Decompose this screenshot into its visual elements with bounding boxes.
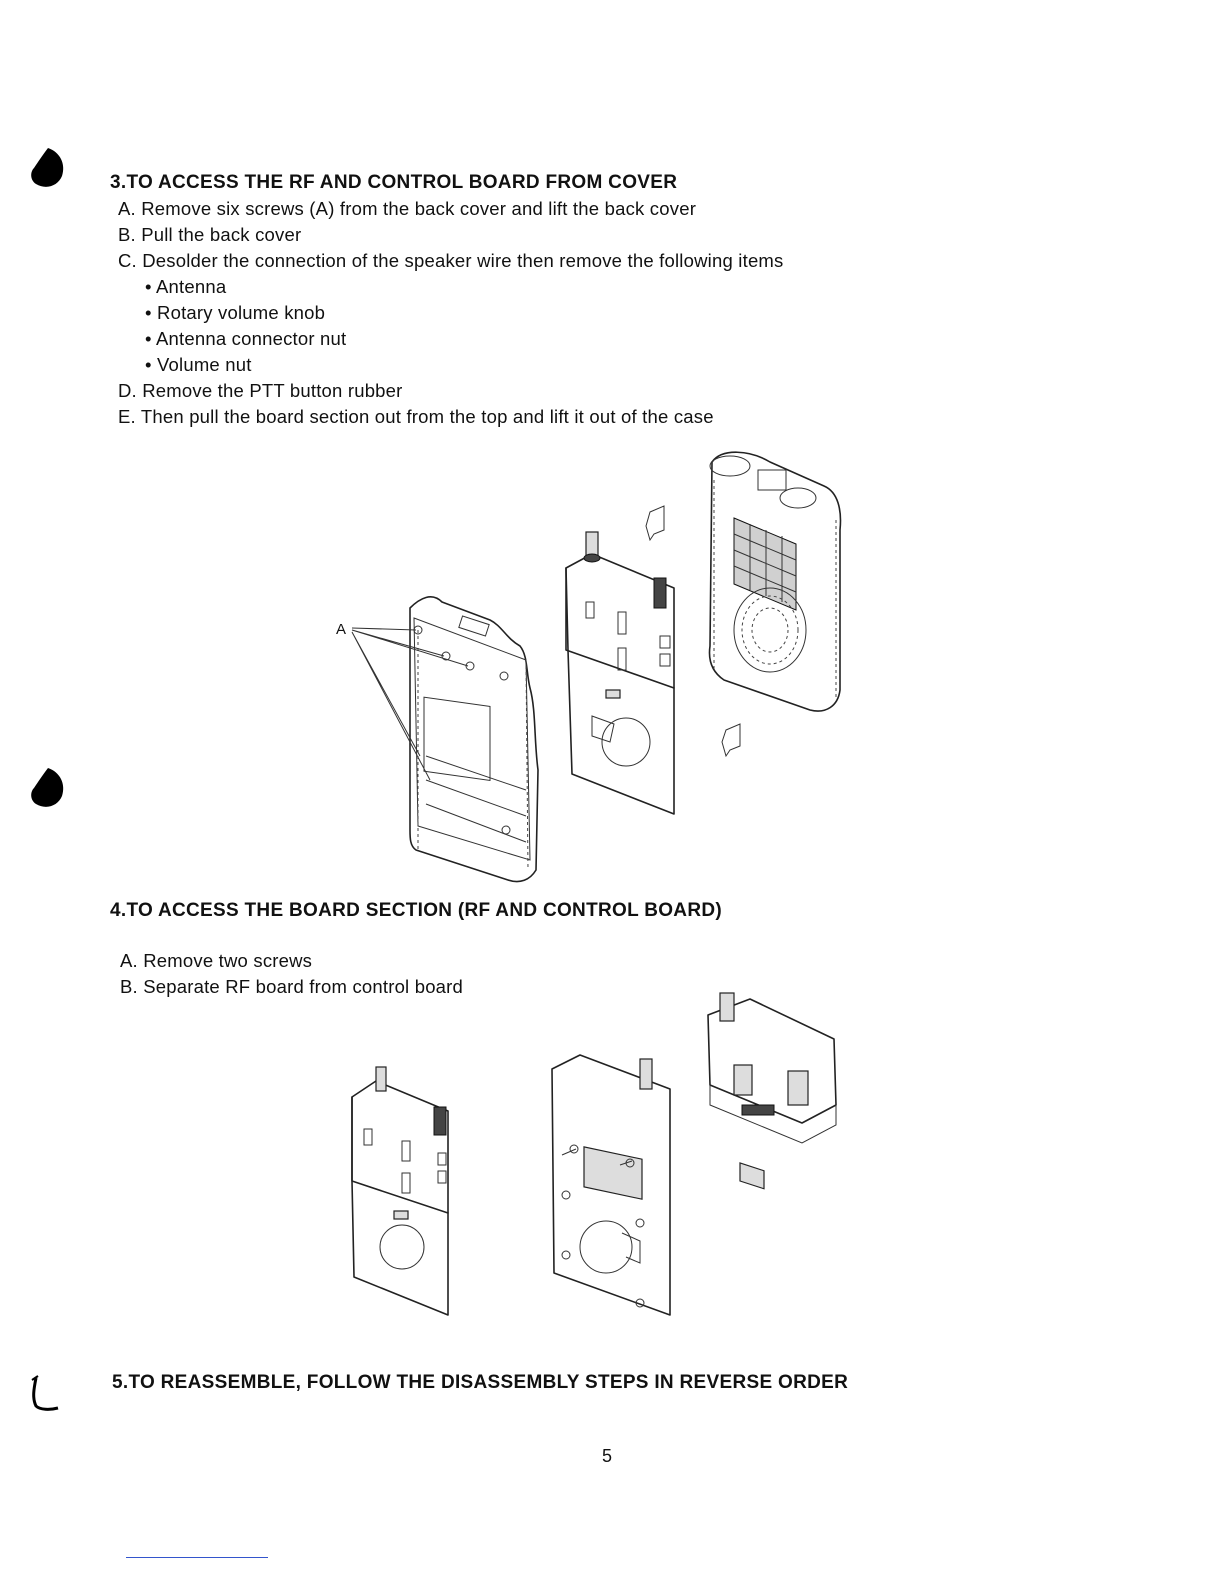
assembled-board-drawing bbox=[351, 1066, 449, 1316]
bottom-rule-line bbox=[126, 1557, 268, 1558]
figure-exploded-radio-case: A bbox=[336, 451, 842, 883]
section-3-step-d: D. Remove the PTT button rubber bbox=[118, 380, 403, 401]
section-3-step-e: E. Then pull the board section out from … bbox=[118, 406, 714, 427]
front-case-drawing bbox=[708, 451, 842, 712]
arrow-down-direction bbox=[721, 723, 741, 758]
keypad-grid bbox=[733, 517, 797, 611]
back-cover-drawing bbox=[409, 596, 539, 883]
section-4-step-a: A. Remove two screws bbox=[120, 950, 313, 971]
control-board-drawing bbox=[551, 1054, 671, 1316]
arrow-up-direction bbox=[645, 505, 665, 542]
section-5-heading: 5.TO REASSEMBLE, FOLLOW THE DISASSEMBLY … bbox=[112, 1372, 849, 1393]
rf-board-drawing bbox=[707, 992, 837, 1190]
binder-hole-mark-bottom bbox=[31, 1375, 59, 1411]
bullet-rotary-volume-knob: • Rotary volume knob bbox=[145, 302, 326, 323]
figure-board-separation bbox=[351, 992, 837, 1316]
bullet-antenna: • Antenna bbox=[145, 276, 227, 297]
section-4-step-b: B. Separate RF board from control board bbox=[120, 976, 464, 997]
section-3-heading: 3.TO ACCESS THE RF AND CONTROL BOARD FRO… bbox=[110, 172, 678, 193]
page-number: 5 bbox=[602, 1446, 613, 1466]
bullet-volume-nut: • Volume nut bbox=[145, 354, 252, 375]
binder-hole-mark-middle bbox=[31, 768, 64, 807]
callout-leader-lines bbox=[351, 627, 469, 781]
section-4-heading: 4.TO ACCESS THE BOARD SECTION (RF AND CO… bbox=[110, 900, 723, 921]
section-3-step-a: A. Remove six screws (A) from the back c… bbox=[118, 198, 697, 219]
bullet-antenna-connector-nut: • Antenna connector nut bbox=[145, 328, 347, 349]
section-3-step-c: C. Desolder the connection of the speake… bbox=[118, 250, 784, 271]
binder-hole-mark-top bbox=[31, 148, 64, 187]
speaker-grille bbox=[733, 587, 807, 673]
board-section-drawing bbox=[565, 531, 675, 815]
section-3-step-b: B. Pull the back cover bbox=[118, 224, 302, 245]
callout-label-a: A bbox=[336, 621, 346, 638]
